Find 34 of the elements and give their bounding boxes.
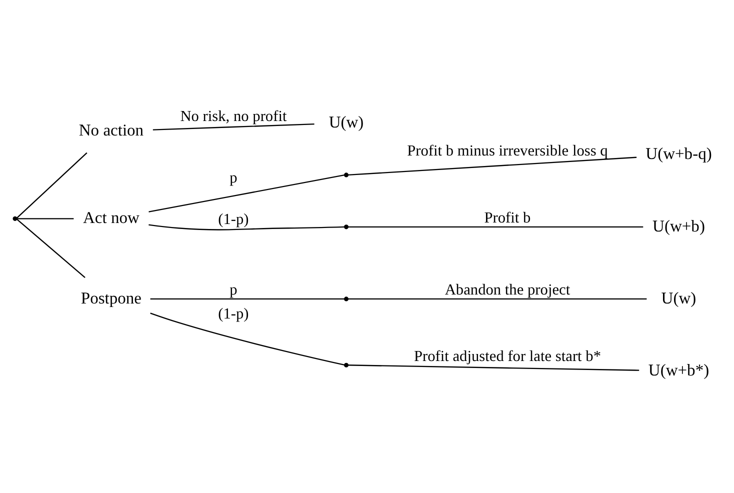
node-text: Act now [83,208,140,227]
node-text: U(w+b) [652,216,705,235]
node-text: U(w+b*) [648,360,710,379]
node-point [344,224,349,229]
connector [348,364,640,370]
connector [348,226,644,227]
node-point [344,296,349,301]
edge-label: Profit b [484,209,531,226]
edge-label: Abandon the project [444,281,570,298]
connector [152,123,314,130]
connector [150,312,345,366]
connector [148,174,344,212]
edge-label: p [230,169,238,186]
node-point [12,216,18,220]
node-text: U(w+b-q) [646,144,712,163]
edge-label: Profit adjusted for late start b* [414,347,602,364]
edge-label: Profit b minus irreversible loss q [407,142,608,159]
connector [150,298,344,300]
edge-label: No risk, no profit [180,108,287,125]
connector [348,298,647,300]
node-text: No action [78,120,144,140]
connector [148,224,344,230]
connector [348,156,637,175]
connector [16,218,86,278]
node-text: Postpone [80,288,142,307]
node-point [344,172,349,177]
node-text: U(w) [661,288,696,307]
node-text: U(w) [328,112,364,131]
connector [16,218,74,219]
node-point [344,362,349,367]
edge-label: p [230,281,238,298]
connector [16,152,88,218]
edge-label: (1-p) [218,210,249,228]
edge-label: (1-p) [218,304,249,322]
